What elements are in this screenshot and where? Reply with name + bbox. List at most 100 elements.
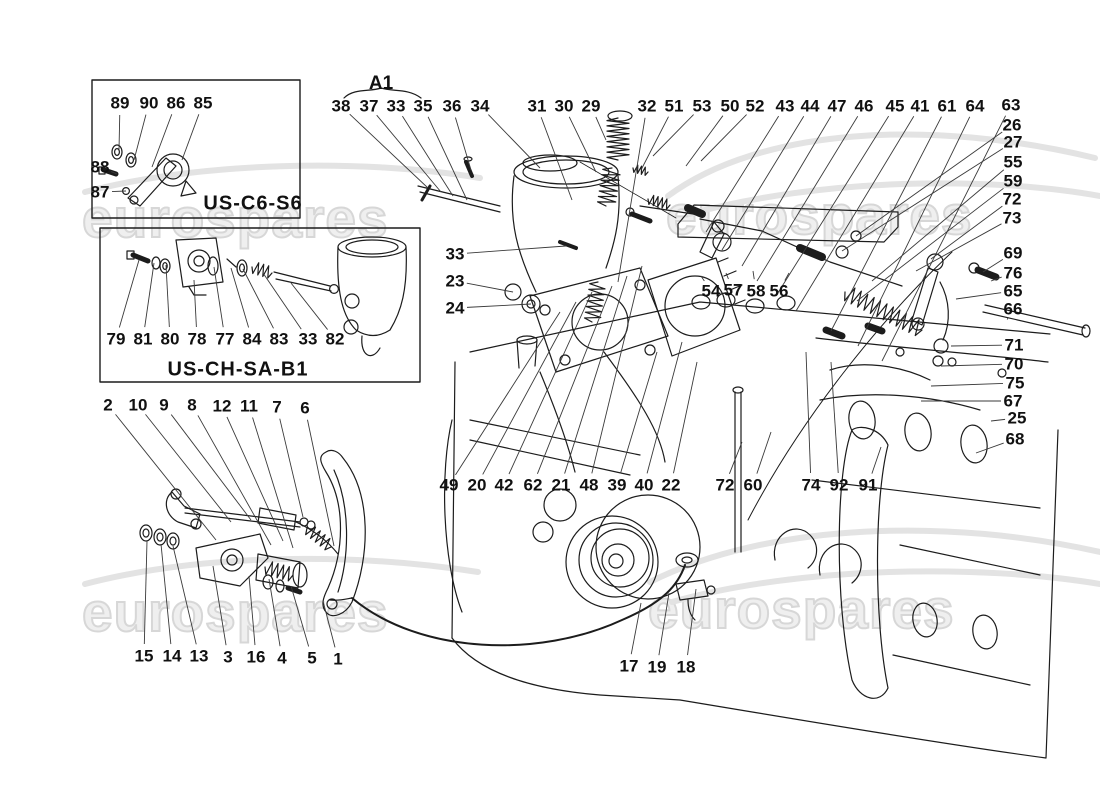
leader-line-10 [145,414,232,523]
leader-line-59 [856,187,1004,302]
callout-23: 23 [446,272,465,291]
spring-coil [606,117,630,161]
leader-line-65 [955,292,1002,300]
callout-45: 45 [886,97,905,116]
leader-line-37 [376,114,442,193]
leader-line-70 [940,363,1003,367]
callout-72: 72 [716,476,735,495]
callout-52: 52 [746,97,765,116]
leader-line-80 [165,264,170,328]
inset-box-us-ch-sa-b1 [99,227,421,383]
leader-line-40 [646,341,683,474]
callout-65: 65 [1004,282,1023,301]
callout-64: 64 [966,97,985,116]
callout-10: 10 [129,396,148,415]
leader-line-81 [144,262,155,328]
carburetor-assembly [417,110,746,373]
leader-line-49 [455,311,561,476]
callout-14: 14 [163,647,182,666]
callout-76: 76 [1004,264,1023,283]
callout-30: 30 [555,97,574,116]
callout-84: 84 [243,330,262,349]
spring-coil [583,281,606,323]
leader-line-73 [915,223,1002,272]
callout-92: 92 [830,476,849,495]
leader-line-20 [482,301,577,475]
leader-line-12 [226,416,284,542]
callout-80: 80 [161,330,180,349]
callout-31: 31 [528,97,547,116]
callout-72: 72 [1003,190,1022,209]
callout-33: 33 [299,330,318,349]
callout-3: 3 [223,648,232,667]
leader-line-18 [687,588,697,656]
callout-85: 85 [194,94,213,113]
spring-coil [251,262,273,279]
leader-line-31 [540,117,573,201]
watermark-text-2: eurospares [81,580,389,644]
leader-line-57 [725,272,729,280]
leader-line-71 [950,344,1003,347]
callout-87: 87 [91,183,110,202]
leader-line-63 [881,115,1007,362]
leader-line-58 [752,270,755,280]
callout-6: 6 [300,399,309,418]
leader-line-5 [290,585,310,647]
leader-line-79 [118,259,140,328]
inset-box-us-c6-s6 [91,79,301,219]
leader-line-62 [537,285,613,475]
callout-51: 51 [665,97,684,116]
callout-42: 42 [495,476,514,495]
leader-line-13 [172,545,197,645]
callout-48: 48 [580,476,599,495]
callout-21: 21 [552,476,571,495]
callout-39: 39 [608,476,627,495]
leader-line-24 [466,303,532,308]
leader-line-19 [658,592,670,656]
leader-line-34 [488,114,541,169]
callout-37: 37 [360,97,379,116]
leader-line-51 [640,116,669,171]
leader-line-27 [841,148,1004,252]
leader-line-74 [805,351,811,474]
leader-line-2 [115,414,217,541]
leader-lines [110,113,1009,656]
leader-line-14 [160,543,172,645]
callout-78: 78 [188,330,207,349]
leader-line-72 [930,205,1003,260]
callout-73: 73 [1003,209,1022,228]
leader-line-9 [170,414,252,521]
leader-line-33 [402,115,454,197]
watermark-text-3: eurospares [647,577,955,641]
leader-line-47 [741,116,832,267]
leader-line-32 [617,117,646,283]
callout-19: 19 [648,658,667,677]
callout-5: 5 [307,649,316,668]
leader-line-92 [830,361,839,474]
leader-line-4 [268,578,281,647]
callout-81: 81 [134,330,153,349]
callout-33: 33 [446,245,465,264]
callout-58: 58 [747,282,766,301]
callout-54: 54 [702,282,721,301]
callout-32: 32 [638,97,657,116]
callout-8: 8 [187,396,196,415]
callout-77: 77 [216,330,235,349]
leader-line-76 [990,276,1002,282]
callout-20: 20 [468,476,487,495]
callout-33: 33 [387,97,406,116]
leader-line-60 [756,431,772,474]
leader-line-50 [685,115,724,167]
throttle-linkage [579,161,1091,521]
callout-2: 2 [103,396,112,415]
callout-40: 40 [635,476,654,495]
leader-line-85 [181,114,200,161]
callout-24: 24 [446,299,465,318]
leader-line-33 [262,272,302,330]
leader-line-45 [775,115,890,297]
callout-71: 71 [1005,336,1024,355]
leader-line-89 [118,114,121,151]
leader-line-23 [466,282,514,293]
